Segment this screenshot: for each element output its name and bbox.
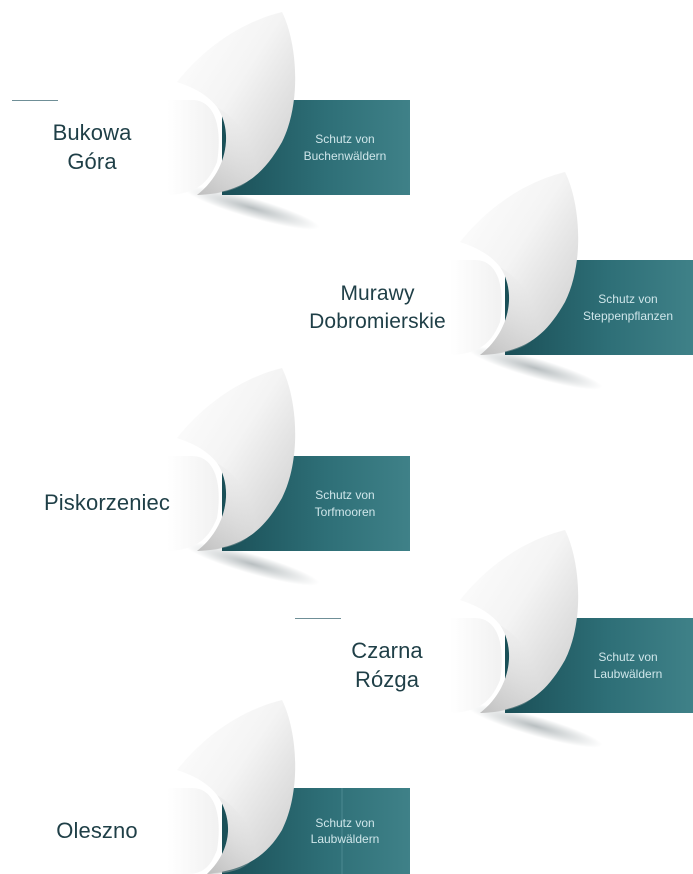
paper-curl	[460, 172, 579, 355]
white-panel	[295, 260, 502, 355]
page-curl-graphic	[12, 368, 410, 586]
paper-curl	[177, 12, 296, 195]
curl-shade	[197, 463, 255, 551]
reserve-card-murawy-dobromierskie: Murawy Dobromierskie Schutz von Steppenp…	[295, 172, 693, 390]
page-curl-graphic	[12, 12, 410, 230]
reserve-card-piskorzeniec: Piskorzeniec Schutz von Torfmooren	[12, 368, 410, 586]
reserve-description: Schutz von Laubwäldern	[310, 815, 380, 846]
reserve-description: Schutz von Torfmooren	[314, 488, 376, 519]
drop-shadow	[467, 704, 603, 748]
reserve-description: Schutz von Laubwäldern	[593, 650, 663, 681]
paper-curl	[177, 700, 296, 874]
drop-shadow	[184, 542, 320, 586]
paper-curl	[177, 368, 296, 551]
curl-shade	[197, 107, 255, 195]
reserve-name: Oleszno	[56, 817, 138, 843]
accent-line	[12, 100, 58, 101]
white-panel	[12, 456, 219, 551]
paper-curl	[460, 530, 579, 713]
drop-shadow	[467, 346, 603, 390]
page-curl-graphic	[295, 530, 693, 748]
reserve-card-czarna-rozga: Czarna Rózga Schutz von Laubwäldern	[295, 530, 693, 748]
accent-line	[295, 618, 341, 619]
drop-shadow	[184, 186, 320, 230]
white-panel	[12, 788, 219, 874]
reserve-description: Schutz von Steppenpflanzen	[582, 292, 674, 323]
reserve-card-oleszno: Oleszno Schutz von Laubwäldern	[12, 700, 410, 874]
reserve-name: Piskorzeniec	[44, 490, 170, 516]
white-panel	[295, 618, 502, 713]
reserve-name: Czarna Rózga	[351, 637, 423, 692]
reserve-name: Bukowa Góra	[52, 119, 132, 174]
curl-shade	[480, 625, 538, 713]
curl-shade	[480, 267, 538, 355]
page-curl-graphic	[295, 172, 693, 390]
reserve-name: Murawy Dobromierskie	[309, 282, 446, 333]
curl-shade	[207, 795, 255, 874]
page-curl-graphic	[12, 700, 410, 874]
reserve-card-bukowa-gora: Bukowa Góra Schutz von Buchenwäldern	[12, 12, 410, 230]
white-panel	[12, 100, 219, 195]
reserve-description: Schutz von Buchenwäldern	[303, 132, 387, 163]
